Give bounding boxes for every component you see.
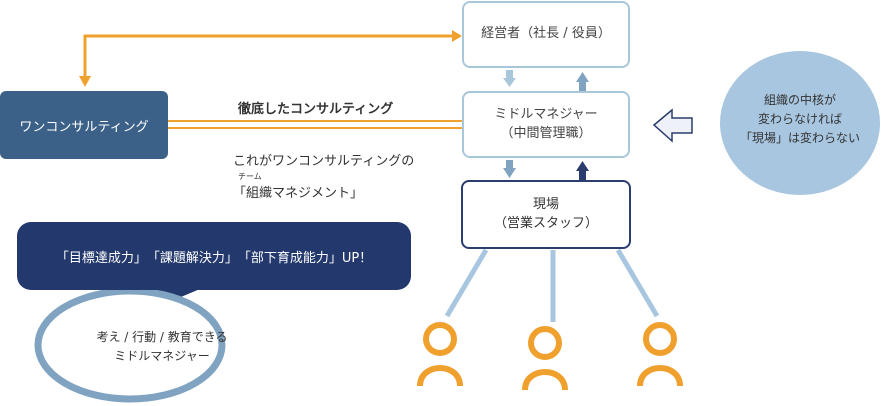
callout-cloud-shape [720,51,880,195]
arrow-up-dark-icon [576,161,589,171]
arrowhead-down-icon [79,76,91,87]
abilities-banner: 「目標達成力」 「課題解決力」 「部下育成能力」UP！ [17,222,411,290]
exec-middle-arrows [503,70,589,91]
arrow-down-blue-icon [503,168,516,178]
callout-cloud-line-1: 組織の中核が [763,93,836,107]
consulting-double-line [168,120,462,129]
orange-connector-top [79,30,462,87]
team-line-1: これがワンコンサルティングの [233,154,415,169]
field-box: 現場 （営業スタッフ） [461,180,631,249]
arrowhead-right-icon [452,30,462,42]
one-consulting-label: ワンコンサルティング [19,119,149,135]
person-icon [417,322,463,387]
person-icon [637,322,683,387]
middle-manager-sublabel: （中間管理職） [500,125,592,141]
speech-circle-line-2: ミドルマネジャー [114,349,210,363]
field-to-people-lines [444,248,660,322]
abilities-banner-text: 「目標達成力」 「課題解決力」 「部下育成能力」UP！ [55,250,373,266]
arrow-down-light-icon [503,78,516,87]
middle-manager-label: ミドルマネジャー [494,106,598,122]
field-label: 現場 [532,196,559,212]
middle-manager-box: ミドルマネジャー （中間管理職） [462,91,630,158]
speech-circle-shape [34,287,226,403]
executives-box: 経営者（社長 / 役員） [462,1,630,68]
thorough-consulting-label: 徹底したコンサルティング [238,102,394,117]
speech-circle-text: 考え / 行動 / 教育できる ミドルマネジャー [62,328,262,366]
one-consulting-box: ワンコンサルティング [0,91,168,159]
field-sublabel: （営業スタッフ） [493,215,598,231]
speech-circle-line-1: 考え / 行動 / 教育できる [96,330,228,344]
left-arrow-icon [652,108,693,143]
arrow-up-light-icon [576,72,589,82]
callout-cloud-line-3: 「現場」は変わらない [739,131,860,145]
team-line-3: 「組織マネジメント」 [233,186,364,201]
middle-field-arrows [503,160,589,180]
callout-cloud-text: 組織の中核が 変わらなければ 「現場」は変わらない [725,91,875,148]
callout-cloud-line-2: 変わらなければ [757,112,842,126]
executives-label: 経営者（社長 / 役員） [481,26,611,42]
person-icon [522,326,568,391]
team-management-text: これがワンコンサルティングの チーム 「組織マネジメント」 [233,152,414,206]
team-ruby: チーム [238,172,262,181]
